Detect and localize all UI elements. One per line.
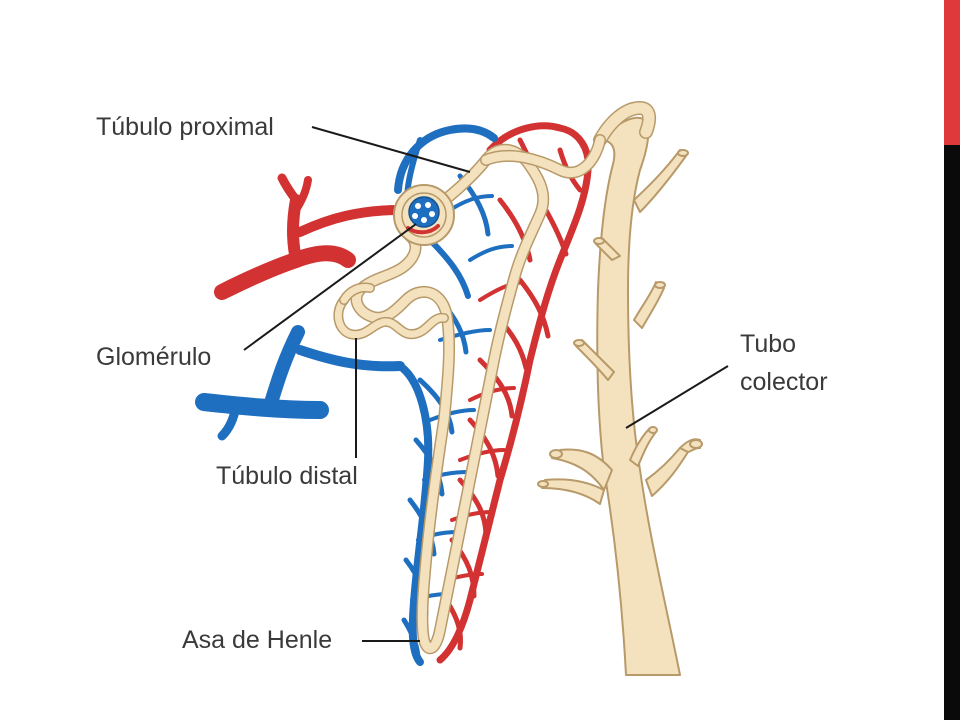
leader-glomerulo: [243, 223, 417, 351]
label-asa-de-henle: Asa de Henle: [182, 626, 332, 654]
leader-tubo-colector: [625, 365, 729, 429]
glomerulus: [393, 184, 455, 246]
duct-branch-caps: [537, 149, 703, 488]
slide-accent-bar: [944, 0, 960, 145]
label-tubulo-proximal: Túbulo proximal: [96, 113, 274, 141]
label-colector: colector: [740, 368, 828, 396]
nephron-tubule: [333, 134, 606, 655]
slide-edge-bar: [944, 0, 960, 720]
artery-network: [214, 122, 592, 664]
collecting-duct: [541, 101, 701, 676]
label-tubulo-distal: Túbulo distal: [216, 462, 358, 490]
label-tubo: Tubo: [740, 330, 796, 358]
leader-tubulo-proximal: [311, 126, 471, 173]
label-glomerulo: Glomérulo: [96, 343, 211, 371]
leader-lines: [243, 126, 729, 642]
